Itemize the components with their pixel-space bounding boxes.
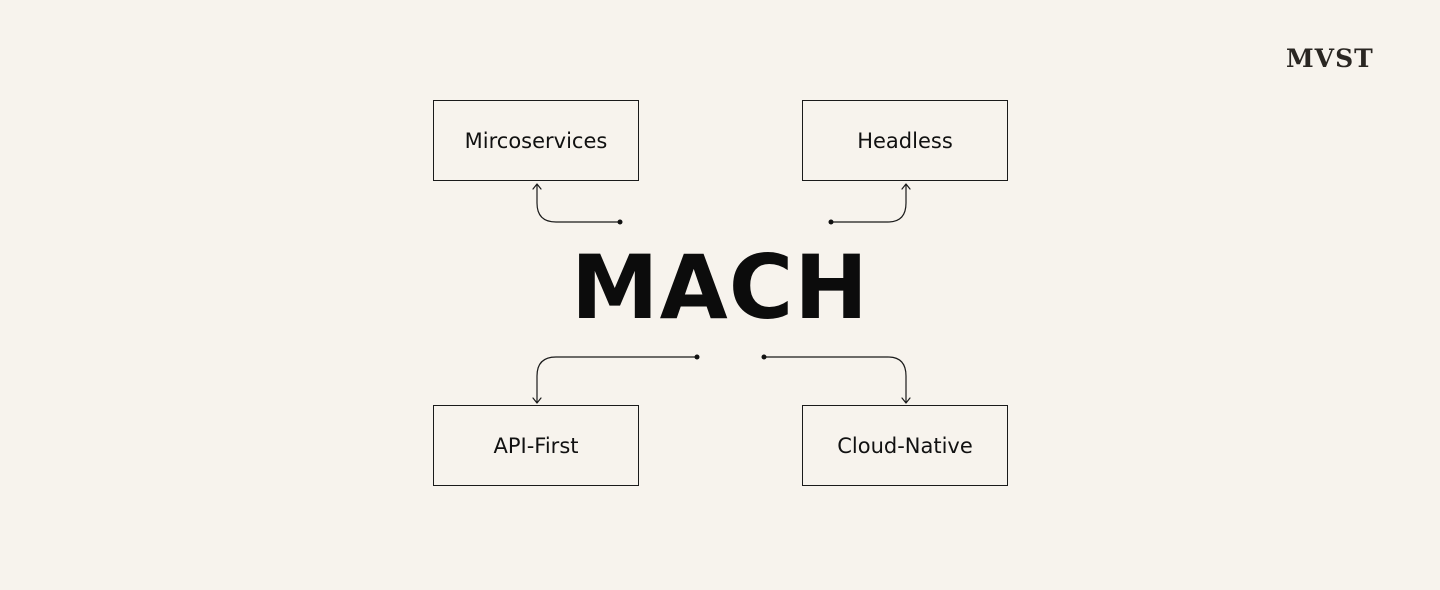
connector-dot-icon: [761, 354, 767, 360]
pillar-box-cloud-native: Cloud-Native: [802, 405, 1008, 486]
connector-dot-icon: [828, 219, 834, 225]
arrow-down-icon: [532, 397, 542, 404]
pillar-label: Headless: [857, 128, 953, 153]
connector-microservices: [536, 185, 620, 223]
pillar-label: API-First: [493, 433, 579, 458]
connector-cloud-native: [764, 356, 907, 402]
pillar-label: Cloud-Native: [837, 433, 973, 458]
diagram-title: MACH: [571, 236, 869, 339]
connector-dot-icon: [617, 219, 623, 225]
pillar-box-headless: Headless: [802, 100, 1008, 181]
connector-api-first: [536, 356, 697, 402]
arrow-up-icon: [901, 183, 911, 190]
pillar-label: Mircoservices: [464, 128, 608, 153]
pillar-box-api-first: API-First: [433, 405, 639, 486]
pillar-box-microservices: Mircoservices: [433, 100, 639, 181]
arrow-up-icon: [532, 183, 542, 190]
arrow-down-icon: [901, 397, 911, 404]
connector-headless: [831, 185, 907, 223]
connector-dot-icon: [694, 354, 700, 360]
brand-logo: MVST: [1286, 44, 1374, 73]
